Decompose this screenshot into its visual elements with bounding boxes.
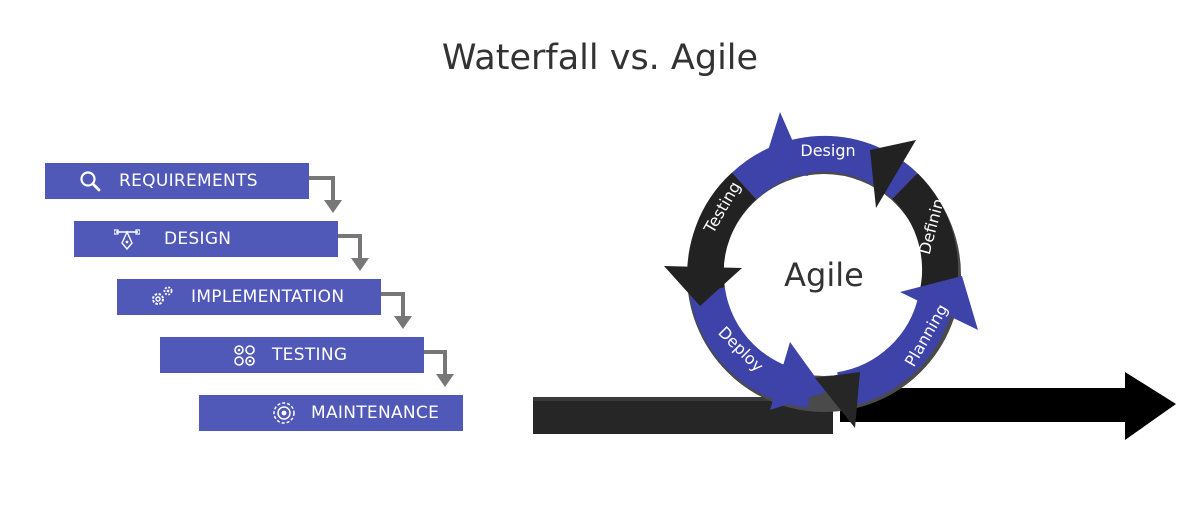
waterfall-step-design: DESIGN	[74, 221, 338, 257]
connector-arrow	[381, 292, 412, 329]
arrowhead-defining	[870, 140, 916, 208]
arrowhead-testing	[664, 266, 742, 306]
waterfall-step-maintenance: MAINTENANCE	[199, 395, 463, 431]
arrowhead-planning	[900, 276, 978, 330]
pen-tool-icon	[114, 226, 140, 252]
phase-label-design: Design	[800, 141, 855, 160]
waterfall-step-requirements: REQUIREMENTS	[45, 163, 309, 199]
step-label: TESTING	[272, 345, 348, 365]
gears-icon	[149, 284, 175, 310]
connector-arrow	[338, 234, 369, 271]
step-label: REQUIREMENTS	[119, 171, 258, 191]
step-label: IMPLEMENTATION	[191, 287, 345, 307]
agile-cycle: Design Defining Planning Deploy Testing …	[664, 112, 978, 428]
page-title: Waterfall vs. Agile	[441, 38, 759, 78]
step-label: MAINTENANCE	[311, 403, 440, 423]
maintenance-gear-icon	[271, 400, 297, 426]
waterfall-step-implementation: IMPLEMENTATION	[117, 279, 381, 315]
magnifier-icon	[77, 168, 103, 194]
connector-arrow	[309, 176, 342, 213]
agile-center-label: Agile	[784, 256, 864, 294]
arrowhead-design	[762, 112, 808, 176]
connector-arrow	[424, 350, 454, 387]
test-gears-icon	[232, 342, 258, 368]
waterfall-connectors	[309, 176, 454, 387]
arrowhead-deploy	[770, 342, 826, 410]
step-label: DESIGN	[164, 229, 232, 249]
arrowhead-center	[815, 372, 860, 428]
waterfall-step-testing: TESTING	[160, 337, 424, 373]
